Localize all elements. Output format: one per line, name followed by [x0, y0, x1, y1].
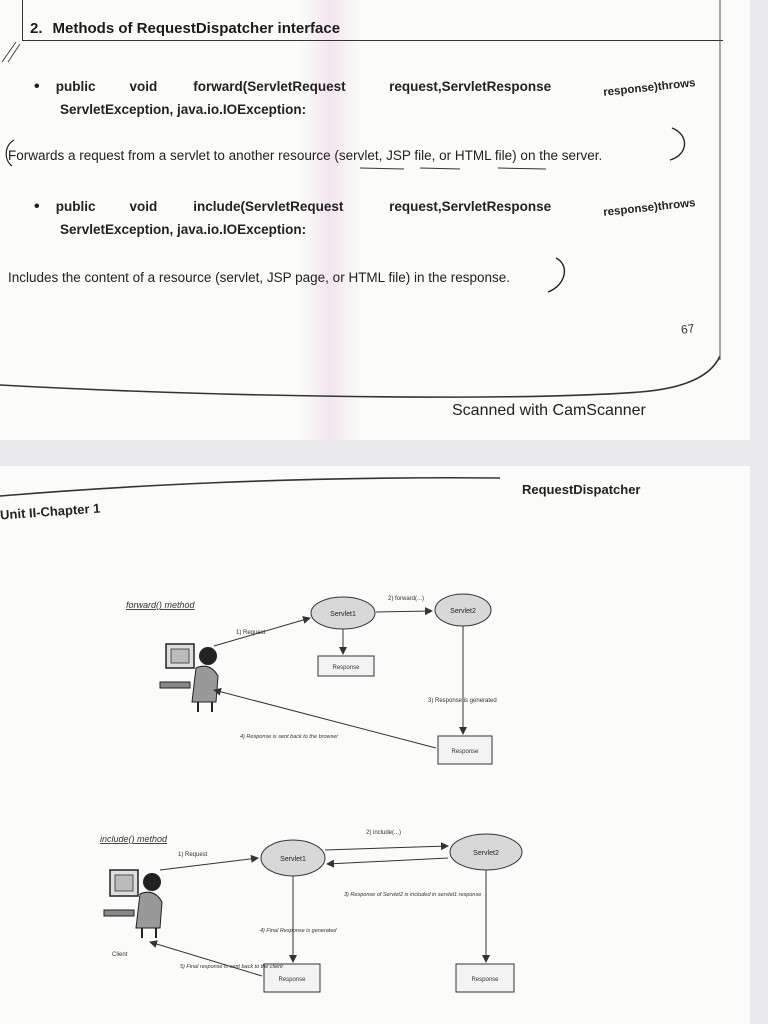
- client-computer-icon: [159, 643, 219, 712]
- response-box: [455, 963, 515, 993]
- hand-mark: [1, 41, 17, 63]
- include-label: 2) include(...): [366, 830, 401, 836]
- page-bottom-edge: [0, 355, 721, 398]
- camscanner-footer: Scanned with CamScanner: [452, 402, 646, 419]
- hand-underline: [497, 167, 547, 170]
- running-title: RequestDispatcher: [522, 482, 641, 497]
- response-label: Response: [278, 977, 306, 983]
- response-box: [263, 963, 321, 993]
- sig-word: request,ServletResponse: [389, 199, 552, 214]
- page2-header-rule: [0, 476, 501, 497]
- forward-label: 2) forward(...): [388, 596, 424, 602]
- sent-back-label: 4) Response is sent back to the browser: [240, 734, 339, 740]
- section-heading: 2. Methods of RequestDispatcher interface: [30, 20, 340, 37]
- response-label: Response: [332, 665, 360, 671]
- servlet1-label: Servlet1: [280, 856, 306, 863]
- method-forward-signature: • public void forward(ServletRequest req…: [34, 77, 696, 99]
- method-forward-signature-cont: ServletException, java.io.IOException:: [60, 102, 307, 117]
- hand-mark: [7, 43, 21, 63]
- forward-heading: forward() method: [126, 600, 196, 610]
- sig-word: response)throws: [602, 197, 696, 219]
- servlet1-label: Servlet1: [330, 611, 356, 618]
- section-box: [22, 0, 723, 41]
- method-include-signature-cont: ServletException, java.io.IOException:: [60, 222, 307, 237]
- response-box: [317, 655, 375, 677]
- request-label: 1) Request: [236, 630, 266, 636]
- scanned-page-top: 2. Methods of RequestDispatcher interface…: [0, 0, 750, 440]
- sig-word: forward(ServletRequest: [193, 79, 346, 94]
- response-box: [437, 735, 493, 765]
- bullet-icon: •: [34, 198, 40, 215]
- hand-underline: [419, 167, 461, 170]
- sig-word: public: [55, 199, 96, 214]
- sig-word: include(ServletRequest: [193, 199, 344, 214]
- page-number: 67: [679, 321, 695, 337]
- bullet-icon: •: [34, 78, 40, 95]
- scanned-page-bottom: Unit II-Chapter 1 RequestDispatcher forw…: [0, 466, 750, 1024]
- response-label: Response: [471, 977, 499, 983]
- hand-underline: [359, 167, 405, 170]
- included-label: 3) Response of Servlet2 is included in s…: [344, 892, 481, 898]
- sig-word: void: [129, 199, 158, 214]
- client-computer-icon: [103, 869, 163, 938]
- sig-word: request,ServletResponse: [389, 79, 552, 94]
- hand-bracket: [547, 257, 566, 293]
- request-label: 1) Request: [178, 852, 208, 858]
- page1-decorations: [0, 0, 721, 398]
- servlet2-label: Servlet2: [450, 608, 476, 615]
- method-include-signature: • public void include(ServletRequest req…: [34, 197, 696, 219]
- sig-word: response)throws: [602, 77, 696, 99]
- section-number: 2.: [30, 20, 43, 37]
- client-label: Client: [112, 952, 128, 958]
- sig-word: void: [129, 79, 158, 94]
- final-response-label: 4) Final Response is generated: [260, 928, 337, 934]
- response-label: Response: [451, 749, 479, 755]
- include-heading: include() method: [100, 834, 168, 844]
- servlet2-label: Servlet2: [473, 850, 499, 857]
- method-include-description: Includes the content of a resource (serv…: [8, 270, 511, 285]
- hand-bracket: [669, 127, 686, 161]
- sig-word: public: [55, 79, 96, 94]
- method-forward-description: Forwards a request from a servlet to ano…: [8, 148, 603, 163]
- scan-shadow: [300, 0, 360, 440]
- generate-label: 3) Response is generated: [428, 698, 497, 704]
- sent-back-label: 5) Final response is sent back to the cl…: [180, 964, 283, 970]
- section-title: Methods of RequestDispatcher interface: [52, 20, 341, 37]
- dispatcher-diagrams: forward() method Servlet1 Servlet2 Respo…: [100, 593, 523, 993]
